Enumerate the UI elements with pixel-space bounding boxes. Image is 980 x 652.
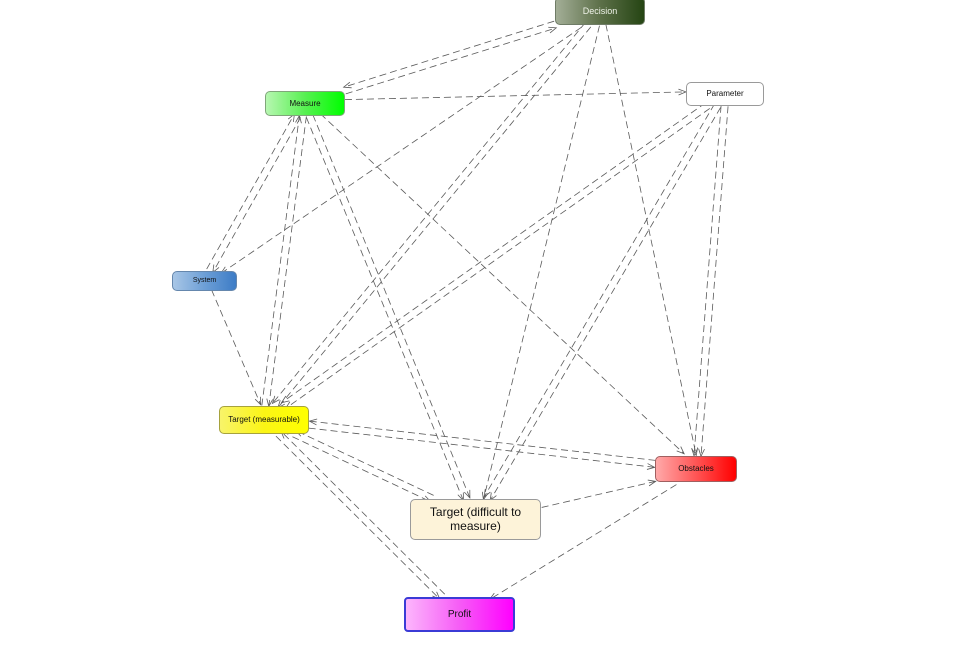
arrowhead-measure-to-target_difficult <box>464 489 471 499</box>
edge-target_measurable-to-measure <box>261 115 300 406</box>
edge-measure-to-system <box>212 117 301 273</box>
edge-decision-to-target_difficult <box>483 25 600 500</box>
arrowhead-decision-to-target_measurable <box>271 395 280 405</box>
edge-parameter-to-target_difficult <box>483 103 715 498</box>
node-measure[interactable]: Measure <box>265 91 345 116</box>
arrowhead-parameter-to-target_measurable <box>280 395 290 404</box>
edge-target_difficult-to-obstacles <box>541 480 656 508</box>
edge-decision-to-system <box>220 27 582 274</box>
edge-measure-to-target_difficult <box>312 114 471 499</box>
node-target-measurable-label: Target (measurable) <box>228 415 300 425</box>
arrowhead-target_difficult-to-obstacles <box>647 479 657 487</box>
arrowhead-measure-to-parameter <box>678 88 688 96</box>
edge-obstacles-to-profit <box>489 484 677 600</box>
arrowhead-target_measurable-to-obstacles <box>646 463 656 470</box>
edge-measure-to-obstacles <box>320 113 685 455</box>
node-system[interactable]: System <box>172 271 237 291</box>
node-system-label: System <box>192 276 217 284</box>
node-parameter[interactable]: Parameter <box>686 82 764 106</box>
edge-decision-to-measure <box>343 20 555 88</box>
edge-measure-to-parameter <box>344 91 686 100</box>
node-decision[interactable]: Decision <box>555 0 645 25</box>
node-target-difficult[interactable]: Target (difficult to measure) <box>410 499 541 540</box>
edge-measure-to-target_measurable <box>268 116 307 407</box>
arrowhead-target_measurable-to-measure <box>295 114 302 124</box>
arrowhead-measure-to-decision <box>548 26 558 34</box>
node-parameter-label: Parameter <box>706 89 744 99</box>
edge-decision-to-obstacles <box>605 24 697 456</box>
edge-system-to-target_measurable <box>211 289 262 405</box>
edge-profit-to-target_measurable <box>280 430 446 595</box>
node-measure-label: Measure <box>289 98 321 108</box>
edge-measure-to-target_difficult <box>306 117 464 501</box>
arrowhead-parameter-to-obstacles <box>691 448 698 457</box>
edge-parameter-to-obstacles <box>700 106 729 457</box>
node-target-difficult-label: Target (difficult to measure) <box>429 504 522 533</box>
arrowhead-decision-to-measure <box>342 81 352 89</box>
edge-target_difficult-to-target_measurable <box>295 430 434 496</box>
edge-parameter-to-target_measurable <box>285 108 710 409</box>
edge-target_measurable-to-obstacles <box>308 427 655 468</box>
arrowhead-measure-to-obstacles <box>676 446 685 455</box>
arrowhead-obstacles-to-target_measurable <box>308 418 318 426</box>
arrowhead-system-to-target_measurable <box>254 396 262 406</box>
node-profit-label: Profit <box>447 608 472 620</box>
node-target-measurable[interactable]: Target (measurable) <box>219 406 309 434</box>
edge-parameter-to-target_difficult <box>489 107 721 501</box>
edge-measure-to-decision <box>345 27 557 95</box>
edge-decision-to-target_measurable <box>272 22 586 404</box>
edge-decision-to-target_measurable <box>277 26 592 409</box>
node-profit[interactable]: Profit <box>404 597 515 632</box>
edge-parameter-to-target_measurable <box>281 102 706 404</box>
node-obstacles-label: Obstacles <box>678 464 714 474</box>
edge-system-to-measure <box>206 113 295 270</box>
node-decision-label: Decision <box>582 5 618 16</box>
edge-target_measurable-to-target_difficult <box>292 436 431 503</box>
edge-parameter-to-obstacles <box>693 105 722 456</box>
node-obstacles[interactable]: Obstacles <box>655 456 737 482</box>
edge-target_measurable-to-profit <box>275 435 441 600</box>
arrowhead-parameter-to-target_difficult <box>483 489 491 498</box>
edge-obstacles-to-target_measurable <box>309 420 656 461</box>
